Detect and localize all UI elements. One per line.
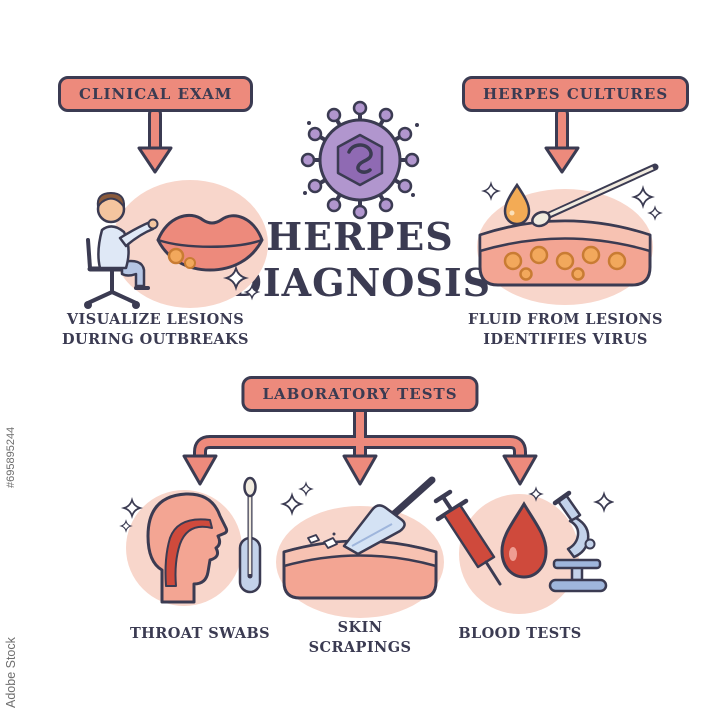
throat-passage [164,518,213,587]
culture-swab [531,163,659,228]
caption-blood-tests: BLOOD TESTS [458,625,582,642]
caption-throat-swabs: THROAT SWABS [129,625,271,642]
head-profile-cross-section [146,492,229,604]
arrow-down-clinical-exam [137,107,173,174]
label-clinical-exam: CLINICAL EXAM [58,76,254,112]
blood-test-illustration [433,487,613,614]
lips-with-cold-sores [156,213,264,272]
sparkle-icon [299,482,313,496]
sparkle-icon [483,183,499,199]
virus-dna-squiggle [347,143,373,174]
doctor-examining-lips-illustration [84,180,268,309]
syringe [433,489,502,586]
caption-herpes-cultures: FLUID FROM LESIONS IDENTIFIES VIRUS [468,311,663,348]
doctor-figure [96,191,159,290]
fluid-droplet [503,182,531,226]
virus-capsid [336,133,384,187]
title-line-1: HERPES [266,214,454,259]
skin-flakes [307,532,338,549]
sparkle-icon [595,493,613,511]
sparkle-icon [282,494,302,514]
label-herpes-cultures: HERPES CULTURES [462,76,690,112]
branch-arrows-laboratory-tests [182,404,538,486]
label-laboratory-tests: LABORATORY TESTS [241,376,479,412]
cold-sore [167,247,185,265]
sparkle-icon [245,285,259,299]
throat-swab-illustration [120,476,262,606]
caption-skin-scrapings: SKIN SCRAPINGS [308,619,412,656]
title-line-2: DIAGNOSIS [228,259,492,305]
page-title: HERPES DIAGNOSIS [210,214,510,305]
watermark-brand: Adobe Stock [4,637,18,708]
arrow-down-herpes-cultures [544,107,580,174]
lesion-blisters [503,245,627,281]
microscope [548,490,608,593]
skin-scraping-illustration [276,476,444,618]
scalpel [342,476,436,556]
virus-spike-tips [300,100,420,220]
sparkle-icon [648,206,662,220]
virus-dots [303,121,419,197]
watermark-image-id: #695895244 [5,426,17,488]
caption-clinical-exam: VISUALIZE LESIONS DURING OUTBREAKS [62,311,249,348]
sparkle-icon [633,187,653,207]
skin-culture-swab-illustration [477,163,662,305]
throat-swab-tube [238,476,262,594]
cold-sore [184,257,196,269]
herpes-virus-icon [300,100,420,220]
blood-drop [500,501,548,579]
